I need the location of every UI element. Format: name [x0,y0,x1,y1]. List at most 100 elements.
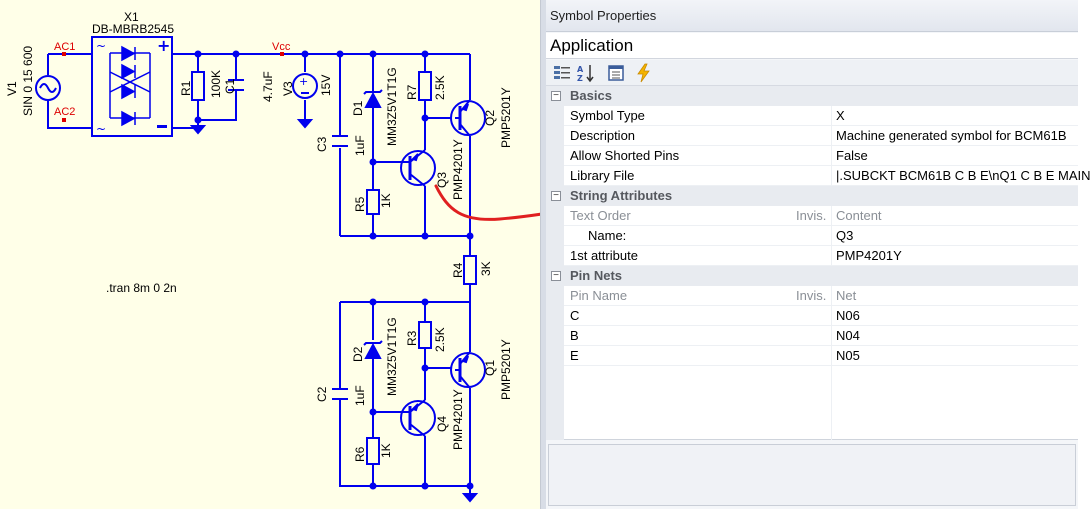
q3-transistor[interactable] [390,149,436,187]
d1-ref: D1 [351,100,365,116]
description-pane [548,444,1076,506]
q2-ref: Q2 [483,110,497,126]
q3-ref: Q3 [435,172,449,188]
column-header-row: Pin Name Invis. Net [546,286,1078,306]
property-name: Symbol Type [564,106,831,126]
v1-value: SIN 0 15 600 [21,46,35,116]
r6-ref: R6 [353,446,367,462]
column-header-invis: Invis. [796,208,827,223]
svg-text:~: ~ [96,122,106,136]
svg-text:~: ~ [96,39,106,53]
property-toolbar: A Z [546,60,1078,86]
d1-part: MM3Z5V1T1G [385,67,399,146]
c3-value: 1uF [353,135,367,156]
category-pin-nets[interactable]: − Pin Nets [546,266,1078,286]
d1-zener-diode[interactable] [363,89,383,108]
column-header-text-order: Text Order [564,206,831,226]
ground-symbol-1 [189,120,207,135]
svg-text:+: + [299,75,308,88]
category-string-attributes[interactable]: − String Attributes [546,186,1078,206]
q4-transistor[interactable] [390,399,436,437]
r1-ref: R1 [179,80,193,96]
c1-capacitor[interactable] [228,79,244,91]
v3-value: 15V [319,75,333,96]
events-lightning-icon[interactable] [634,63,654,83]
x1-ref: X1 [124,10,139,24]
property-row[interactable]: Library File |.SUBCKT BCM61B C B E\nQ1 C… [546,166,1091,186]
collapse-icon[interactable]: − [551,91,561,101]
property-pages-icon[interactable] [606,63,626,83]
object-type-label: Application [546,33,1078,59]
r4-value: 3K [479,261,493,276]
property-row[interactable]: C N06 [546,306,1078,326]
property-name: 1st attribute [564,246,831,266]
d2-part: MM3Z5V1T1G [385,317,399,396]
v1-ref: V1 [5,81,19,96]
c2-capacitor[interactable] [332,388,348,400]
property-row[interactable]: 1st attribute PMP4201Y [546,246,1078,266]
q3-part: PMP4201Y [451,139,465,200]
property-value[interactable]: False [831,146,1078,166]
c1-value: 4.7uF [261,71,275,102]
r6-resistor[interactable] [366,437,380,465]
q1-part: PMP5201Y [499,339,513,400]
wires [47,53,471,494]
property-value[interactable]: Q3 [831,226,1078,246]
x1-bridge-rectifier[interactable]: ~ ~ + [91,36,173,137]
property-value[interactable]: Machine generated symbol for BCM61B [831,126,1078,146]
c2-value: 1uF [353,385,367,406]
property-row[interactable]: Symbol Type X [546,106,1078,126]
grid-empty-area [546,366,1078,440]
r5-resistor[interactable] [366,189,380,215]
ground-symbol-3 [461,493,479,503]
svg-text:+: + [157,36,170,55]
r3-resistor[interactable] [418,321,432,349]
property-value[interactable]: N05 [831,346,1078,366]
collapse-icon[interactable]: − [551,271,561,281]
sort-alphabetical-icon[interactable]: A Z [576,63,596,83]
r4-resistor[interactable] [463,255,477,285]
property-row[interactable]: Name: Q3 [546,226,1078,246]
q2-transistor[interactable] [450,96,486,140]
collapse-icon[interactable]: − [551,191,561,201]
q2-part: PMP5201Y [499,87,513,148]
v3-ref: V3 [281,81,295,96]
d2-ref: D2 [351,346,365,362]
property-value[interactable]: PMP4201Y [831,246,1078,266]
r3-value: 2.5K [433,327,447,352]
r4-ref: R4 [451,262,465,278]
schematic-canvas[interactable]: V1 SIN 0 15 600 ~ ~ + X1 DB-MBRB2545 AC1… [0,0,540,509]
d2-zener-diode[interactable] [363,340,383,359]
property-value[interactable]: X [831,106,1078,126]
r1-resistor[interactable] [191,71,205,101]
column-header-invis: Invis. [796,288,827,303]
c1-ref: C1 [223,78,237,94]
property-row[interactable]: Allow Shorted Pins False [546,146,1078,166]
property-value[interactable]: N04 [831,326,1078,346]
ground-symbol-2 [296,118,314,129]
svg-text:A: A [577,65,584,74]
property-row[interactable]: Description Machine generated symbol for… [546,126,1078,146]
r6-value: 1K [379,443,393,458]
category-basics[interactable]: − Basics [546,86,1078,106]
property-row[interactable]: B N04 [546,326,1078,346]
column-header-row: Text Order Invis. Content [546,206,1078,226]
r3-ref: R3 [405,330,419,346]
property-value[interactable]: |.SUBCKT BCM61B C B E\nQ1 C B E MAIN [831,166,1091,186]
c3-capacitor[interactable] [332,135,348,147]
property-value[interactable]: N06 [831,306,1078,326]
tran-directive[interactable]: .tran 8m 0 2n [106,281,177,295]
property-name: Allow Shorted Pins [564,146,831,166]
r7-resistor[interactable] [418,71,432,101]
column-header-pin-name: Pin Name [564,286,831,306]
r5-value: 1K [379,193,393,208]
property-row[interactable]: E N05 [546,346,1078,366]
v1-sine-source[interactable] [35,75,61,101]
net-label-ac2: AC2 [54,106,75,118]
pane-splitter[interactable] [540,0,546,509]
x1-part: DB-MBRB2545 [92,22,174,36]
v3-dc-source[interactable]: + [292,73,318,99]
q1-transistor[interactable] [450,351,486,392]
schematic-drawing: V1 SIN 0 15 600 ~ ~ + X1 DB-MBRB2545 AC1… [5,10,513,503]
categorized-icon[interactable] [552,63,572,83]
